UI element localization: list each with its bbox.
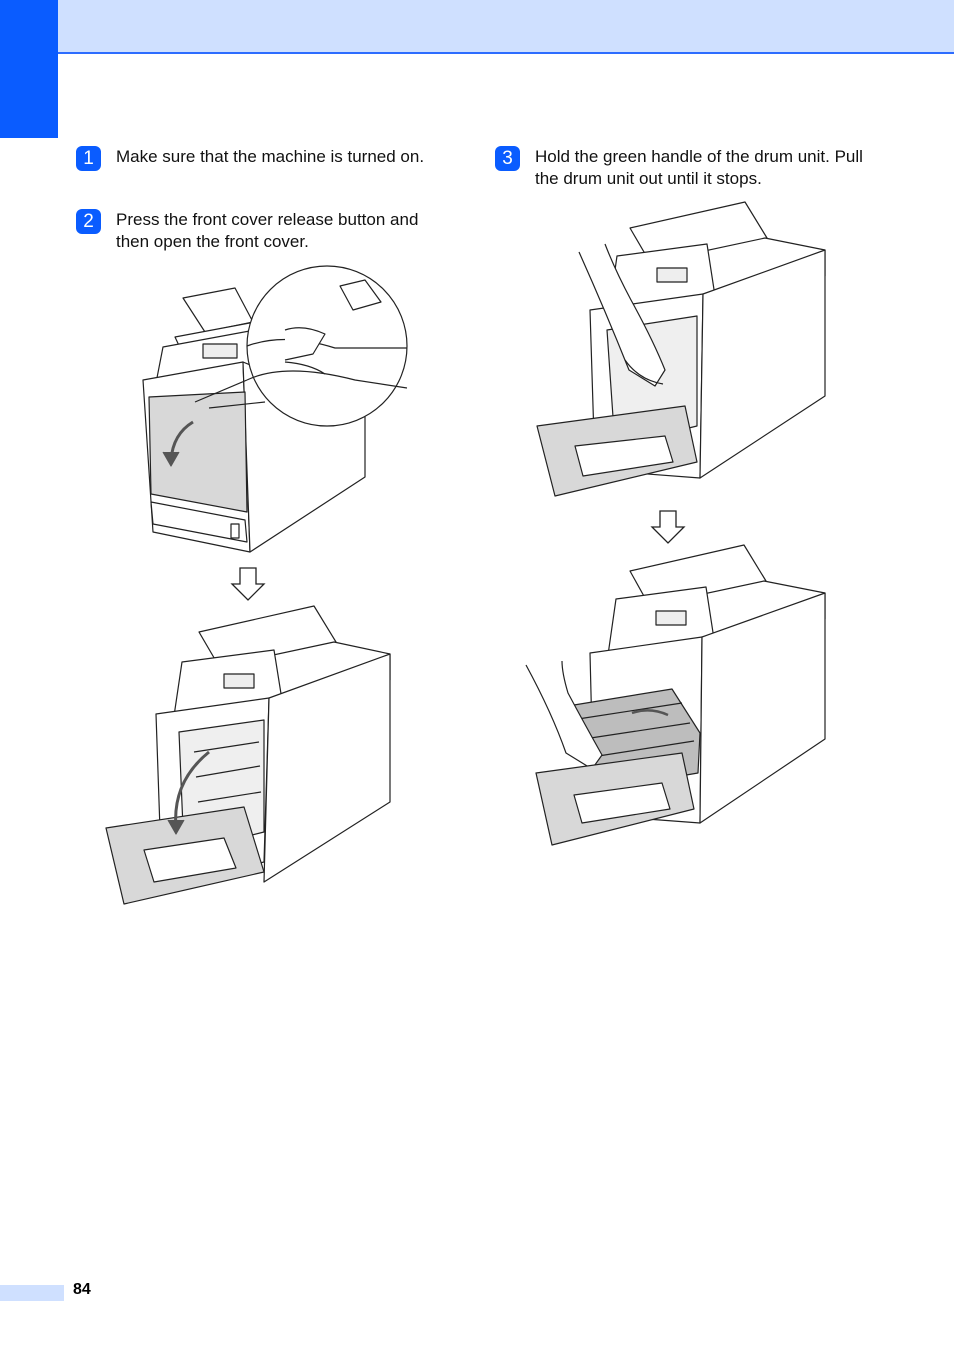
drum-handle-illustration bbox=[535, 200, 827, 504]
printer-closed-illustration bbox=[135, 262, 415, 554]
down-arrow-icon bbox=[650, 509, 686, 545]
step-1-text: Make sure that the machine is turned on. bbox=[116, 147, 425, 166]
drum-pulled-out-illustration bbox=[522, 543, 827, 849]
step-1: 1 Make sure that the machine is turned o… bbox=[76, 146, 446, 171]
step-2-number: 2 bbox=[76, 209, 101, 234]
step-1-number: 1 bbox=[76, 146, 101, 171]
step-3: 3 Hold the green handle of the drum unit… bbox=[495, 146, 895, 190]
step-3-number: 3 bbox=[495, 146, 520, 171]
chapter-tab bbox=[0, 0, 58, 138]
step-2: 2 Press the front cover release button a… bbox=[76, 209, 456, 253]
page-number: 84 bbox=[73, 1281, 91, 1298]
printer-open-cover-illustration bbox=[104, 602, 394, 906]
footer-band bbox=[0, 1285, 64, 1301]
step-3-text: Hold the green handle of the drum unit. … bbox=[535, 147, 863, 188]
header-band bbox=[0, 0, 954, 54]
down-arrow-icon bbox=[230, 566, 266, 602]
step-2-text: Press the front cover release button and… bbox=[116, 210, 419, 251]
